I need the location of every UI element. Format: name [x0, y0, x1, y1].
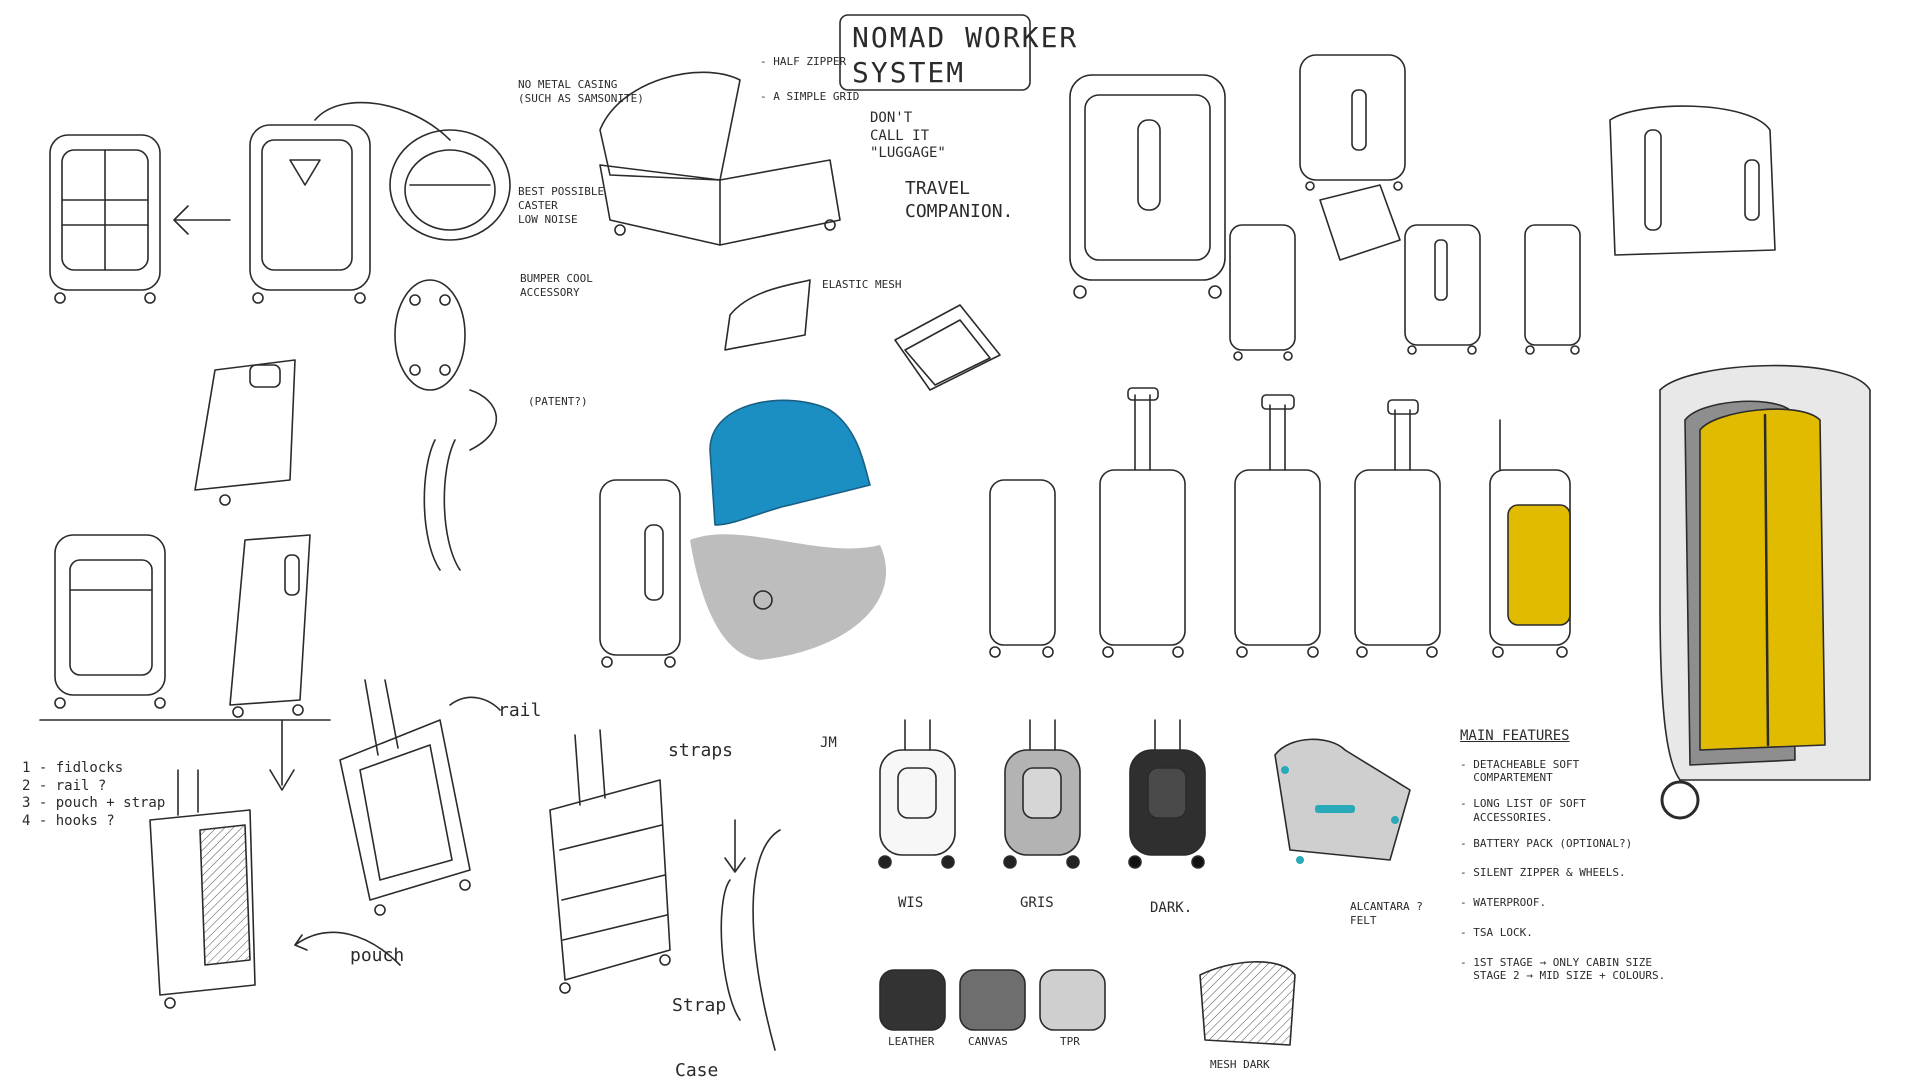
material-label-tpr: TPR [1060, 1035, 1080, 1048]
pouch-note: pouch [350, 945, 405, 966]
material-label-leather: LEATHER [888, 1035, 935, 1048]
elastic-mesh-sketch [724, 279, 811, 351]
pouch-arrow [294, 931, 401, 966]
checklist-note: 1 - fidlocks 2 - rail ? 3 - pouch + stra… [22, 760, 166, 829]
main-features: MAIN FEATURES - DETACHEABLE SOFT COMPART… [1460, 728, 1880, 983]
suitcase-sketch-side [229, 534, 311, 718]
suitcase-sketch-pouch [149, 769, 256, 1009]
feature-item: - BATTERY PACK (OPTIONAL?) [1460, 836, 1633, 850]
material-label-mesh-dark: MESH DARK [1210, 1058, 1270, 1071]
feature-item: - WATERPROOF. [1460, 896, 1547, 909]
straps-note: straps [668, 740, 734, 761]
case-note: Case [675, 1060, 719, 1081]
alcantara-note: ALCANTARA ? FELT [1350, 900, 1423, 927]
handle-sequence-2 [1099, 387, 1186, 658]
strap-note: Strap [672, 995, 727, 1016]
swatch-canvas [959, 969, 1026, 1031]
variant-grey [1003, 719, 1081, 869]
best-caster-note: BEST POSSIBLE CASTER LOW NOISE [518, 185, 605, 226]
swatch-mesh-dark [1199, 961, 1296, 1046]
feature-item: - 1ST STAGE → ONLY CABIN SIZE STAGE 2 → … [1460, 955, 1666, 983]
handle-sequence-5-yellow [1489, 419, 1571, 658]
dont-call-note: DON'T CALL IT "LUGGAGE" [870, 110, 946, 161]
open-case-sketch [599, 71, 841, 246]
handle-sequence-4 [1354, 399, 1441, 658]
bumper-sketch [394, 279, 466, 391]
soft-pouch-sketch [894, 304, 1001, 391]
suitcase-sketch-top [1299, 54, 1406, 191]
blue-bumper [709, 399, 871, 526]
swatch-tpr [1039, 969, 1106, 1031]
title-box [839, 14, 1031, 91]
suitcase-sketch-small-3 [1524, 224, 1581, 355]
no-metal-casing-note: NO METAL CASING (SUCH AS SAMSONITE) [518, 78, 644, 105]
pouch-sketch [389, 129, 511, 241]
material-label-canvas: CANVAS [968, 1035, 1008, 1048]
strap-sketch [423, 389, 498, 571]
handle-sequence-3 [1234, 394, 1321, 658]
title-note: NOMAD WORKER SYSTEM [852, 21, 1079, 89]
suitcase-sketch-small-2 [1404, 224, 1481, 355]
features-heading: MAIN FEATURES [1460, 728, 1570, 744]
feature-item: - SILENT ZIPPER & WHEELS. [1460, 866, 1626, 880]
half-zipper-note: - HALF ZIPPER [760, 55, 847, 68]
simple-grid-note: - A SIMPLE GRID [760, 90, 860, 103]
feature-item: - DETACHEABLE SOFT COMPARTEMENT [1460, 757, 1580, 785]
suitcase-sketch-three-quarter [249, 101, 451, 304]
variant-white [878, 719, 956, 869]
initials-note: JM [820, 735, 837, 751]
variant-label-wis: WIS [898, 895, 924, 911]
pouch-sketch-2 [1319, 184, 1401, 261]
suitcase-large-yellow [1659, 364, 1871, 820]
feature-item: - LONG LIST OF SOFT ACCESSORIES. [1460, 797, 1586, 824]
travel-companion-note: TRAVEL COMPANION. [905, 178, 1014, 222]
patent-note: (PATENT?) [528, 395, 588, 408]
grey-shadow [690, 534, 887, 660]
suitcase-sketch-large [1069, 74, 1226, 299]
suitcase-sketch-front-2 [54, 534, 166, 709]
suitcase-sketch-front-1 [49, 134, 161, 304]
bumper-accessory-note: BUMPER COOL ACCESSORY [520, 272, 593, 299]
bumper-knob [753, 590, 773, 610]
variant-dark [1128, 719, 1206, 869]
arrow-left [173, 205, 231, 235]
arrow-down [269, 719, 295, 791]
suitcase-sketch-small-1 [1229, 224, 1296, 361]
suitcase-sketch-rail [339, 679, 501, 916]
feature-item: - TSA LOCK. [1460, 925, 1533, 939]
case-profile-sketch [720, 819, 781, 1051]
variant-label-gris: GRIS [1020, 895, 1054, 911]
suitcase-sketch-straps [549, 729, 671, 994]
suitcase-sketch-tilted [194, 359, 296, 506]
rail-note: rail [498, 700, 542, 721]
suitcase-sketch-corner [1609, 105, 1776, 256]
open-case-interior [1274, 738, 1411, 864]
variant-label-dark: DARK. [1150, 900, 1193, 916]
elastic-mesh-note: ELASTIC MESH [822, 278, 902, 291]
handle-sequence-1 [989, 479, 1056, 658]
swatch-leather [879, 969, 946, 1031]
suitcase-sketch-bumper [599, 479, 681, 668]
